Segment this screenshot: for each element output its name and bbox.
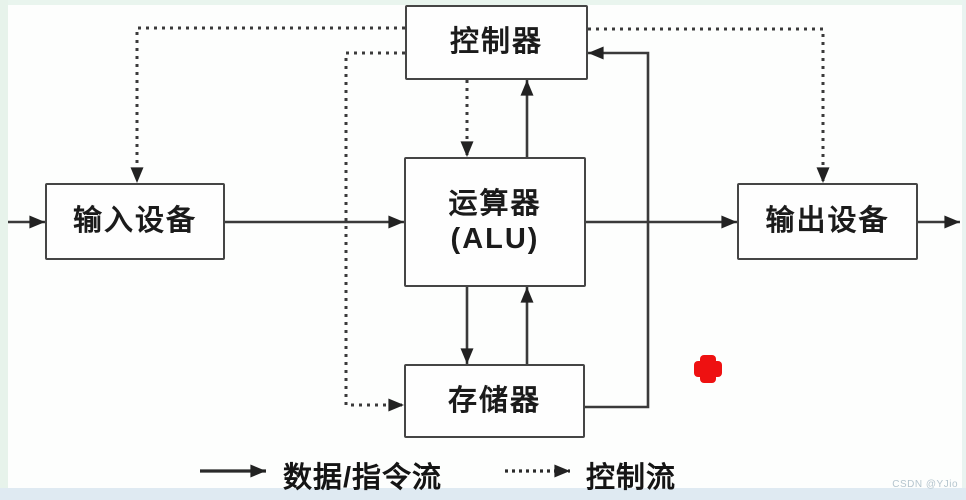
arrow-controller-to-output	[588, 27, 830, 183]
watermark-text: CSDN @YJio	[892, 479, 958, 490]
node-alu-label-line1: 运算器	[448, 188, 542, 220]
legend-control-flow-label: 控制流	[586, 462, 677, 494]
node-input-label: 输入设备	[72, 205, 197, 237]
node-controller: 控制器	[405, 5, 588, 80]
node-memory: 存储器	[404, 364, 585, 438]
red-plus-vertical-bar	[700, 355, 716, 383]
node-output-label: 输出设备	[765, 205, 890, 237]
node-memory-label: 存储器	[447, 384, 541, 417]
arrow-memory-to-controller	[585, 46, 650, 409]
node-controller-label: 控制器	[449, 26, 543, 58]
arrow-controller-to-input	[130, 26, 405, 183]
node-input: 输入设备	[45, 183, 225, 260]
edge-top-stripe	[0, 0, 966, 5]
edge-left-stripe	[0, 0, 8, 500]
edge-right-stripe	[962, 0, 966, 500]
node-alu: 运算器 (ALU)	[404, 157, 586, 287]
red-plus-marker	[693, 354, 723, 384]
edge-bottom-stripe	[0, 488, 966, 500]
node-output: 输出设备	[737, 183, 918, 260]
node-alu-label-line2: (ALU)	[450, 223, 540, 255]
arrow-controller-to-memory	[344, 51, 405, 412]
legend-data-flow-label: 数据/指令流	[283, 462, 443, 494]
